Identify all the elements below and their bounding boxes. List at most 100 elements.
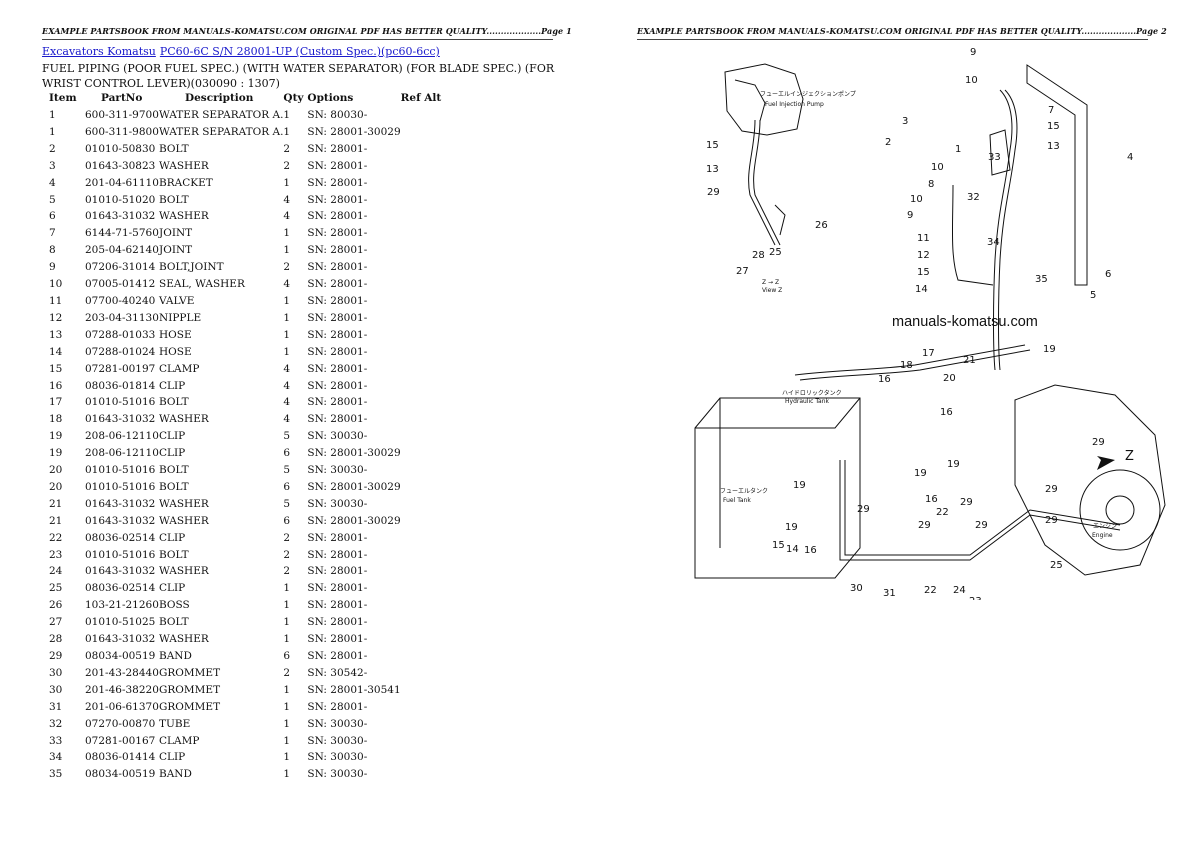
cell-partno: 01010-51025 [85, 616, 156, 629]
cell-qty: 2 [283, 261, 291, 274]
svg-text:25: 25 [769, 247, 782, 258]
cell-options: SN: 28001- [307, 379, 368, 392]
cell-description: CLIP [159, 379, 186, 392]
cell-description: JOINT [159, 227, 193, 240]
cell-description: WASHER [159, 497, 209, 510]
cell-item: 30 [49, 666, 63, 679]
label-hydraulic-tank: Hydraulic Tank [785, 398, 830, 405]
cell-item: 5 [49, 193, 56, 206]
breadcrumb-link-model[interactable]: PC60-6C S/N 28001-UP (Custom Spec.)(pc60… [159, 45, 440, 58]
injection-pump-shape [724, 63, 804, 136]
cell-partno: 01643-30823 [85, 159, 156, 172]
cell-description: BAND [159, 768, 192, 781]
cell-partno: 01010-51016 [85, 548, 156, 561]
cell-options: SN: 80030- [307, 109, 368, 121]
svg-text:29: 29 [960, 497, 973, 508]
cell-ref-alt [401, 766, 461, 783]
cell-ref-alt [401, 513, 461, 530]
cell-description: TUBE [159, 717, 191, 730]
svg-text:19: 19 [1043, 344, 1056, 355]
svg-text:21: 21 [963, 355, 976, 366]
svg-text:1: 1 [955, 144, 961, 155]
cell-partno: 08036-01414 [85, 751, 156, 764]
cell-options: SN: 28001- [307, 142, 368, 155]
cell-qty: 2 [283, 159, 291, 172]
cell-ref-alt [401, 563, 461, 580]
cell-item: 20 [49, 480, 63, 493]
cell-options: SN: 28001- [307, 565, 368, 578]
section-title: FUEL PIPING (POOR FUEL SPEC.) (WITH WATE… [42, 62, 555, 90]
cell-options: SN: 28001- [307, 294, 368, 307]
cell-qty: 1 [283, 734, 291, 747]
cell-item: 3 [49, 159, 56, 172]
cell-description: WASHER [159, 565, 209, 578]
column-header-options: Options [307, 92, 354, 105]
fuel-tank-edges [695, 397, 861, 548]
svg-text:20: 20 [943, 373, 956, 384]
svg-text:19: 19 [914, 468, 927, 479]
svg-text:10: 10 [931, 162, 944, 173]
cell-qty: 2 [283, 666, 291, 679]
cell-qty: 1 [283, 328, 291, 341]
cell-qty: 6 [283, 447, 291, 460]
parts-table: Item PartNo Description Qty Options Ref … [42, 90, 461, 783]
breadcrumb-link-excavators[interactable]: Excavators Komatsu [42, 45, 156, 58]
svg-text:30: 30 [850, 583, 863, 594]
svg-text:35: 35 [1035, 274, 1048, 285]
cell-partno: 01643-31032 [85, 514, 156, 527]
return-line [794, 344, 1026, 376]
cell-options: SN: 28001- [307, 193, 368, 206]
cell-description: WASHER [159, 633, 209, 646]
cell-partno: 01643-31032 [85, 413, 156, 426]
cell-item: 22 [49, 531, 63, 544]
cell-options: SN: 28001-30541 [307, 683, 401, 696]
cell-options: SN: 28001-30029 [307, 514, 401, 527]
cell-qty: 1 [283, 227, 291, 240]
view-z-pipe [748, 119, 776, 246]
svg-text:18: 18 [900, 360, 913, 371]
cell-partno: 08036-02514 [85, 582, 156, 595]
cell-ref-alt [401, 327, 461, 344]
cell-item: 6 [49, 210, 56, 223]
cell-description: BOLT [159, 616, 189, 629]
cell-qty: 5 [283, 430, 291, 443]
cell-ref-alt [401, 361, 461, 378]
cell-partno: 01010-50830 [85, 142, 156, 155]
svg-text:12: 12 [917, 250, 930, 261]
cell-options: SN: 28001-30029 [307, 480, 401, 493]
cell-ref-alt [401, 699, 461, 716]
svg-text:9: 9 [907, 210, 913, 221]
svg-text:10: 10 [910, 194, 923, 205]
cell-item: 1 [49, 125, 56, 138]
cell-description: BRACKET [159, 176, 213, 189]
cell-description: BOLT [159, 480, 189, 493]
cell-options: SN: 28001- [307, 244, 368, 257]
cell-item: 17 [49, 396, 63, 409]
cell-ref-alt [401, 411, 461, 428]
svg-text:17: 17 [922, 348, 935, 359]
cell-item: 8 [49, 244, 56, 257]
cell-item: 23 [49, 548, 63, 561]
cell-options: SN: 28001-30029 [307, 447, 401, 460]
cell-ref-alt [401, 716, 461, 733]
fuel-line-main-2 [998, 89, 1018, 371]
cell-item: 4 [49, 176, 56, 189]
cell-item: 27 [49, 616, 63, 629]
cell-qty: 1 [283, 109, 291, 121]
svg-text:13: 13 [706, 164, 719, 175]
cell-item: 12 [49, 311, 63, 324]
svg-text:6: 6 [1105, 269, 1111, 280]
cell-qty: 1 [283, 768, 291, 781]
